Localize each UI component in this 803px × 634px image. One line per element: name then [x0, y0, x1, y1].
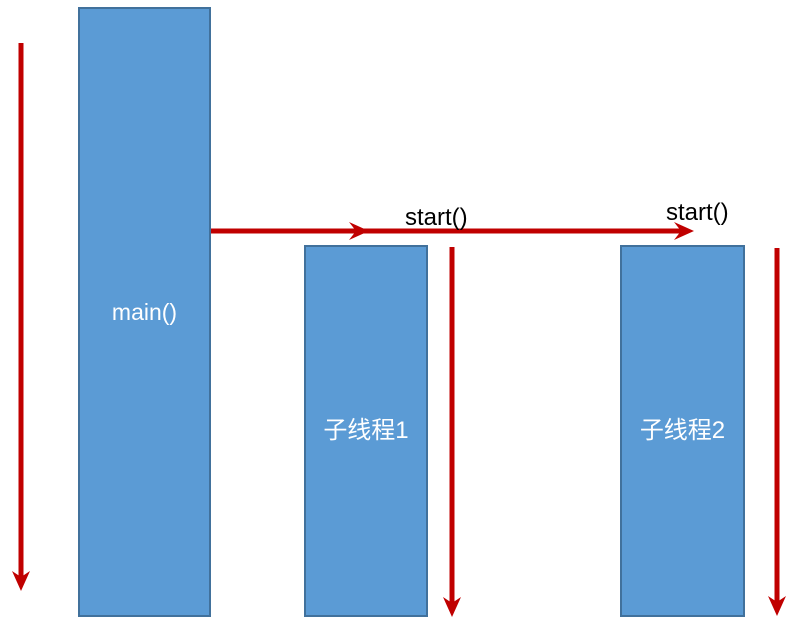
- main-thread-flow-arrow: [12, 43, 30, 591]
- main-thread-flow-arrowhead-icon: [12, 571, 30, 591]
- child-thread-2-flow-arrow: [768, 248, 786, 616]
- child-thread-2-label: 子线程2: [639, 417, 726, 444]
- main-thread-box: main(): [78, 7, 211, 617]
- child-thread-2-flow-arrowhead-icon: [768, 596, 786, 616]
- child-thread-1-flow-arrow: [443, 247, 461, 617]
- child-thread-2-box: 子线程2: [620, 245, 745, 617]
- start-call-2-label: start(): [666, 199, 729, 226]
- start-call-1-label: start(): [405, 204, 468, 231]
- start-call-arrowhead-1-icon: [349, 222, 369, 240]
- child-thread-1-flow-arrowhead-icon: [443, 597, 461, 617]
- child-thread-1-box: 子线程1: [304, 245, 428, 617]
- child-thread-1-label: 子线程1: [323, 417, 409, 444]
- main-thread-label: main(): [111, 298, 178, 325]
